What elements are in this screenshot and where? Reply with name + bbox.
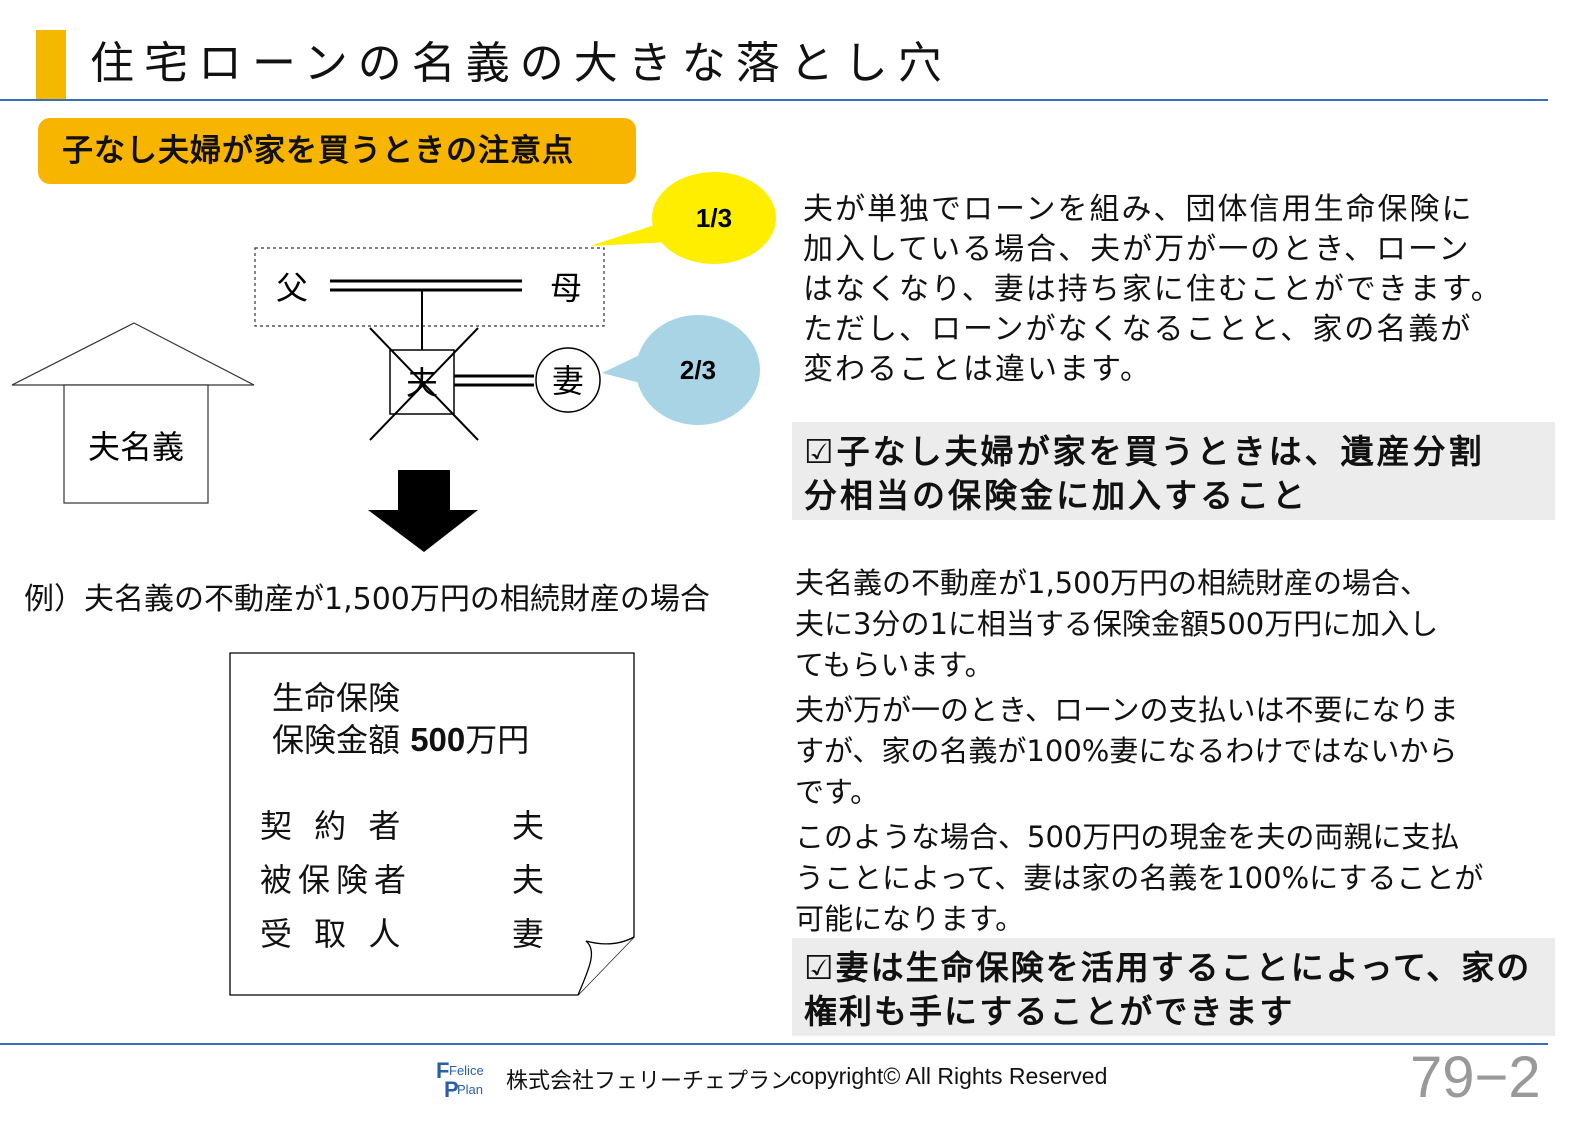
copyright-text: copyright© All Rights Reserved (790, 1063, 1108, 1089)
down-arrow-icon (368, 470, 478, 552)
insured-value: 夫 (512, 861, 545, 899)
company-name: 株式会社フェリーチェプラン (506, 1069, 793, 1094)
beneficiary-label: 受 取 人 (260, 915, 407, 953)
paragraph-line: すが、家の名義が100%妻になるわけではないから (795, 734, 1458, 768)
callout-line: ☑子なし夫婦が家を買うときは、遺産分割 (804, 432, 1485, 471)
paragraph-line: 変わることは違います。 (803, 352, 1152, 387)
paragraph-line: このような場合、500万円の現金を夫の両親に支払 (795, 820, 1460, 854)
explanation-paragraph-2: 夫名義の不動産が1,500万円の相続財産の場合、 夫に3分の1に相当する保険金額… (795, 563, 1483, 940)
mother-label: 母 (550, 269, 582, 307)
paragraph-line: てもらいます。 (795, 648, 994, 682)
paragraph-line: ただし、ローンがなくなることと、家の名義が (803, 312, 1473, 347)
paragraph-line: 加入している場合、夫が万が一のとき、ローン (803, 232, 1471, 267)
page-number: 79−2 (1410, 1045, 1541, 1110)
svg-text:Felice: Felice (449, 1063, 484, 1078)
felice-plan-logo: F Felice P Plan (436, 1060, 484, 1100)
callout-line: 権利も手にすることができます (804, 992, 1295, 1031)
house-owner-label: 夫名義 (88, 428, 184, 466)
callout-line: 分相当の保険金に加入すること (804, 476, 1308, 515)
paragraph-line: はなくなり、妻は持ち家に住むことができます。 (803, 272, 1503, 307)
parents-share-label: 1/3 (696, 203, 732, 233)
footer-divider (0, 1043, 1548, 1045)
insurance-amount-line: 保険金額 500万円 (272, 720, 529, 760)
callout-line: ☑妻は生命保険を活用することによって、家の (804, 948, 1532, 987)
insurance-note-paper (229, 652, 635, 996)
beneficiary-value: 妻 (512, 915, 545, 953)
father-label: 父 (276, 269, 308, 307)
paragraph-line: 夫が万が一のとき、ローンの支払いは不要になりま (795, 693, 1459, 727)
paragraph-line: 夫に3分の1に相当する保険金額500万円に加入し (795, 607, 1439, 641)
paragraph-line: です。 (795, 775, 880, 809)
contract-holder-label: 契 約 者 (260, 807, 407, 845)
family-diagram: 1/3 2/3 父 母 夫 妻 夫名義 (11, 172, 776, 552)
section-subtitle: 子なし夫婦が家を買うときの注意点 (38, 118, 636, 184)
svg-text:Plan: Plan (457, 1082, 483, 1097)
insured-label: 被保険者 (260, 861, 413, 899)
insurance-amount-prefix: 保険金額 (272, 721, 411, 759)
paragraph-line: うことによって、妻は家の名義を100%にすることが (795, 861, 1484, 895)
svg-text:F: F (436, 1060, 449, 1083)
paragraph-line: 可能になります。 (795, 902, 1025, 936)
wife-label: 妻 (552, 362, 584, 400)
page-title: 住宅ローンの名義の大きな落とし穴 (90, 38, 952, 89)
svg-text:P: P (444, 1077, 459, 1100)
house-icon (11, 322, 255, 504)
wife-share-label: 2/3 (680, 355, 716, 385)
example-caption: 例）夫名義の不動産が1,500万円の相続財産の場合 (24, 582, 710, 617)
explanation-paragraph-1: 夫が単独でローンを組み、団体信用生命保険に 加入している場合、夫が万が一のとき、… (803, 190, 1503, 390)
insurance-type: 生命保険 (272, 679, 401, 717)
paragraph-line: 夫名義の不動産が1,500万円の相続財産の場合、 (795, 566, 1430, 600)
wife-circle (535, 347, 601, 413)
parents-share-bubble: 1/3 (590, 172, 776, 264)
insurance-amount-value: 500 (410, 721, 466, 758)
title-divider (0, 99, 1548, 101)
title-accent-bar (36, 30, 66, 100)
key-point-callout-2: ☑妻は生命保険を活用することによって、家の 権利も手にすることができます (792, 938, 1555, 1036)
wife-share-bubble: 2/3 (602, 315, 760, 425)
key-point-callout-1: ☑子なし夫婦が家を買うときは、遺産分割 分相当の保険金に加入すること (792, 422, 1555, 520)
paragraph-line: 夫が単独でローンを組み、団体信用生命保険に (803, 192, 1474, 227)
contract-holder-value: 夫 (512, 807, 545, 845)
parents-box (254, 247, 605, 327)
insurance-amount-suffix: 万円 (465, 721, 530, 759)
